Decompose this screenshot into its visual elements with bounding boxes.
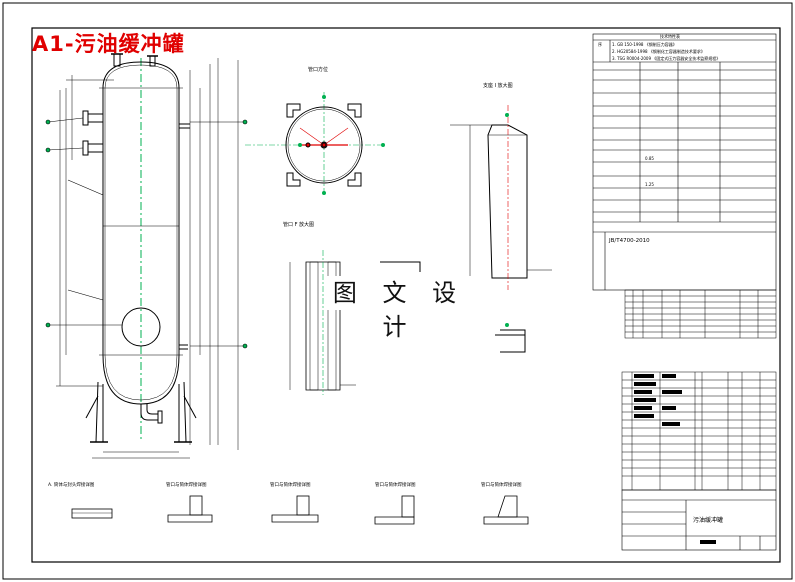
top-view-label: 管口方位 xyxy=(308,66,328,73)
leader-lines xyxy=(45,79,248,349)
dimension-lines xyxy=(56,58,239,459)
spec-table-text: 技术特性表 序 1. GB 150-1998 《钢制压力容器》 2. HG205… xyxy=(598,33,720,244)
spec-table xyxy=(592,33,777,291)
top-view xyxy=(245,92,385,196)
leg-detail-view xyxy=(450,105,552,353)
svg-text:3. TSG R0004-2009 《固定式压力容器安全技术: 3. TSG R0004-2009 《固定式压力容器安全技术监察规程》 xyxy=(612,55,720,61)
nozzle-table xyxy=(624,289,777,339)
svg-text:2. HG20584-1998 《钢制化工容器制造技术要求》: 2. HG20584-1998 《钢制化工容器制造技术要求》 xyxy=(612,48,705,54)
title-block-mark xyxy=(700,540,716,544)
leg-markers xyxy=(505,113,509,327)
watermark: 图 文 设 计 xyxy=(324,276,474,341)
spec-value-b: 1.25 xyxy=(645,182,654,187)
drawing-border xyxy=(31,27,781,563)
weld-details-row: A. 筒体与封头焊接详图 管口与筒体焊接详图 管口与筒体焊接详图 管口与筒体焊接… xyxy=(48,481,529,525)
spec-standard-ref: JB/T4700-2010 xyxy=(608,238,650,244)
parts-list xyxy=(621,371,777,491)
svg-text:管口与筒体焊接详图: 管口与筒体焊接详图 xyxy=(270,481,311,488)
leg-detail-label: 支座 I 放大图 xyxy=(483,82,513,89)
title-block xyxy=(621,489,777,551)
svg-text:序: 序 xyxy=(598,41,602,47)
parts-list-bars xyxy=(634,374,682,426)
vessel-main-view xyxy=(82,53,197,443)
spec-value-a: 0.85 xyxy=(645,156,654,161)
nozzle-detail-label: 管口 F 放大图 xyxy=(283,221,314,228)
spec-header: 技术特性表 xyxy=(660,33,680,39)
drawing-name: 污油缓冲罐 xyxy=(693,516,723,524)
svg-text:1. GB 150-1998 《钢制压力容器》: 1. GB 150-1998 《钢制压力容器》 xyxy=(612,41,677,47)
svg-text:管口与筒体焊接详图: 管口与筒体焊接详图 xyxy=(166,481,207,488)
drawing-title: A1-污油缓冲罐 xyxy=(32,32,185,56)
svg-text:A. 筒体与封头焊接详图: A. 筒体与封头焊接详图 xyxy=(48,481,95,488)
svg-text:管口与筒体焊接详图: 管口与筒体焊接详图 xyxy=(375,481,416,488)
svg-text:管口与筒体焊接详图: 管口与筒体焊接详图 xyxy=(481,481,522,488)
nozzle-detail-view xyxy=(289,250,421,395)
top-view-markers xyxy=(298,95,385,195)
